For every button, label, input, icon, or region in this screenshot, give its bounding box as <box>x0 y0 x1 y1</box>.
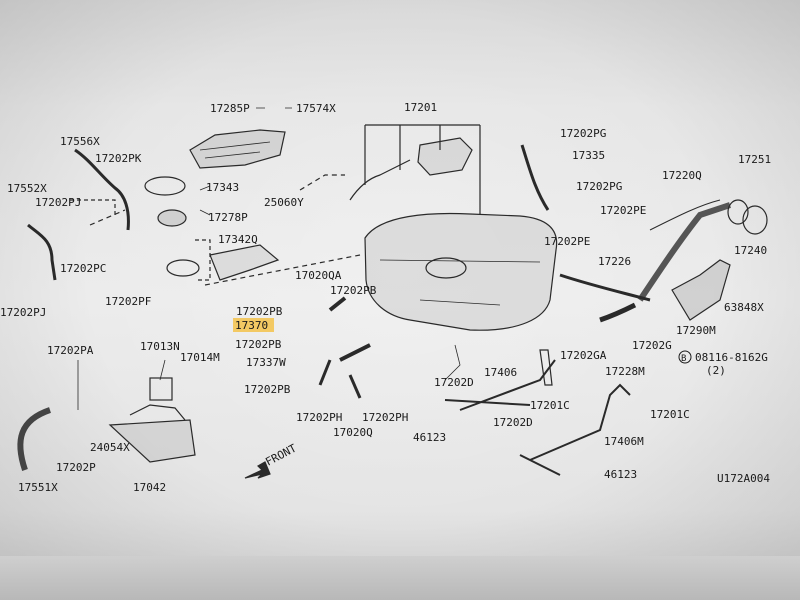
label-17202PB-1[interactable]: 17202PB <box>236 305 283 318</box>
heat-shield <box>189 129 286 169</box>
label-17251[interactable]: 17251 <box>738 153 771 166</box>
label-17014M[interactable]: 17014M <box>180 351 220 364</box>
label-17228M[interactable]: 17228M <box>605 365 645 378</box>
label-63848X[interactable]: 63848X <box>724 301 764 314</box>
label-17240[interactable]: 17240 <box>734 244 767 257</box>
label-17285P[interactable]: 17285P <box>210 102 250 115</box>
filler-cap <box>742 205 768 235</box>
label-08116[interactable]: 08116-8162G <box>695 351 768 364</box>
label-17337W[interactable]: 17337W <box>246 356 286 369</box>
label-17201C-right[interactable]: 17201C <box>650 408 690 421</box>
label-17202D-lower[interactable]: 17202D <box>493 416 533 429</box>
label-17202PA[interactable]: 17202PA <box>47 344 94 357</box>
bolt-circle <box>678 350 692 364</box>
label-17202PB-3[interactable]: 17202PB <box>235 338 282 351</box>
label-25060Y[interactable]: 25060Y <box>264 196 304 209</box>
ring-17343 <box>144 176 186 196</box>
fuel-tank <box>364 212 558 331</box>
label-17202PG-lower[interactable]: 17202PG <box>576 180 622 193</box>
front-label: FRONT <box>263 441 299 468</box>
label-17202PH-right[interactable]: 17202PH <box>362 411 408 424</box>
label-17020QA[interactable]: 17020QA <box>295 269 342 282</box>
label-17020Q[interactable]: 17020Q <box>333 426 373 439</box>
label-17370[interactable]: 17370 <box>235 319 268 332</box>
label-17290M[interactable]: 17290M <box>676 324 716 337</box>
label-17202PF[interactable]: 17202PF <box>105 295 151 308</box>
label-17202PE-right[interactable]: 17202PE <box>600 204 646 217</box>
label-17202G[interactable]: 17202G <box>632 339 672 352</box>
label-17202PB-4[interactable]: 17202PB <box>244 383 291 396</box>
label-17202PH-left[interactable]: 17202PH <box>296 411 342 424</box>
monitor-bezel <box>0 556 800 600</box>
diagram-linework <box>17 107 768 479</box>
label-17202GA[interactable]: 17202GA <box>560 349 607 362</box>
label-17202PJ-lower[interactable]: 17202PJ <box>0 306 46 319</box>
label-46123-right[interactable]: 46123 <box>604 468 637 481</box>
label-17406[interactable]: 17406 <box>484 366 517 379</box>
label-17335[interactable]: 17335 <box>572 149 605 162</box>
label-17220Q[interactable]: 17220Q <box>662 169 702 182</box>
label-17202PJ-upper[interactable]: 17202PJ <box>35 196 81 209</box>
label-17013N[interactable]: 17013N <box>140 340 180 353</box>
label-17202PE-left[interactable]: 17202PE <box>544 235 590 248</box>
label-17226[interactable]: 17226 <box>598 255 631 268</box>
label-17201[interactable]: 17201 <box>404 101 437 114</box>
pump-body <box>149 377 173 401</box>
label-46123-left[interactable]: 46123 <box>413 431 446 444</box>
label-08116-prefix: B <box>681 354 686 364</box>
ring-seal <box>166 259 200 277</box>
label-17552X[interactable]: 17552X <box>7 182 47 195</box>
label-17574X[interactable]: 17574X <box>296 102 336 115</box>
part-labels: 17285P 17574X 17201 17556X 17202PK 17552… <box>0 101 771 494</box>
label-08116-qty: (2) <box>706 364 726 377</box>
label-17202PG-upper[interactable]: 17202PG <box>560 127 606 140</box>
label-17202P[interactable]: 17202P <box>56 461 96 474</box>
label-17042[interactable]: 17042 <box>133 481 166 494</box>
label-17202PB-2[interactable]: 17202PB <box>330 284 377 297</box>
label-17556X[interactable]: 17556X <box>60 135 100 148</box>
label-17343[interactable]: 17343 <box>206 181 239 194</box>
label-17406M[interactable]: 17406M <box>604 435 644 448</box>
label-17342Q[interactable]: 17342Q <box>218 233 258 246</box>
label-17278P[interactable]: 17278P <box>208 211 248 224</box>
filler-tube <box>637 202 731 302</box>
diagram-code: U172A004 <box>717 472 770 485</box>
front-arrow <box>244 461 271 479</box>
label-17202D-upper[interactable]: 17202D <box>434 376 474 389</box>
highlight-17370 <box>233 318 274 332</box>
label-17201C-left[interactable]: 17201C <box>530 399 570 412</box>
label-24054X[interactable]: 24054X <box>90 441 130 454</box>
tank-opening <box>425 257 467 279</box>
label-17551X[interactable]: 17551X <box>18 481 58 494</box>
label-17202PC[interactable]: 17202PC <box>60 262 106 275</box>
label-17202PK[interactable]: 17202PK <box>95 152 142 165</box>
